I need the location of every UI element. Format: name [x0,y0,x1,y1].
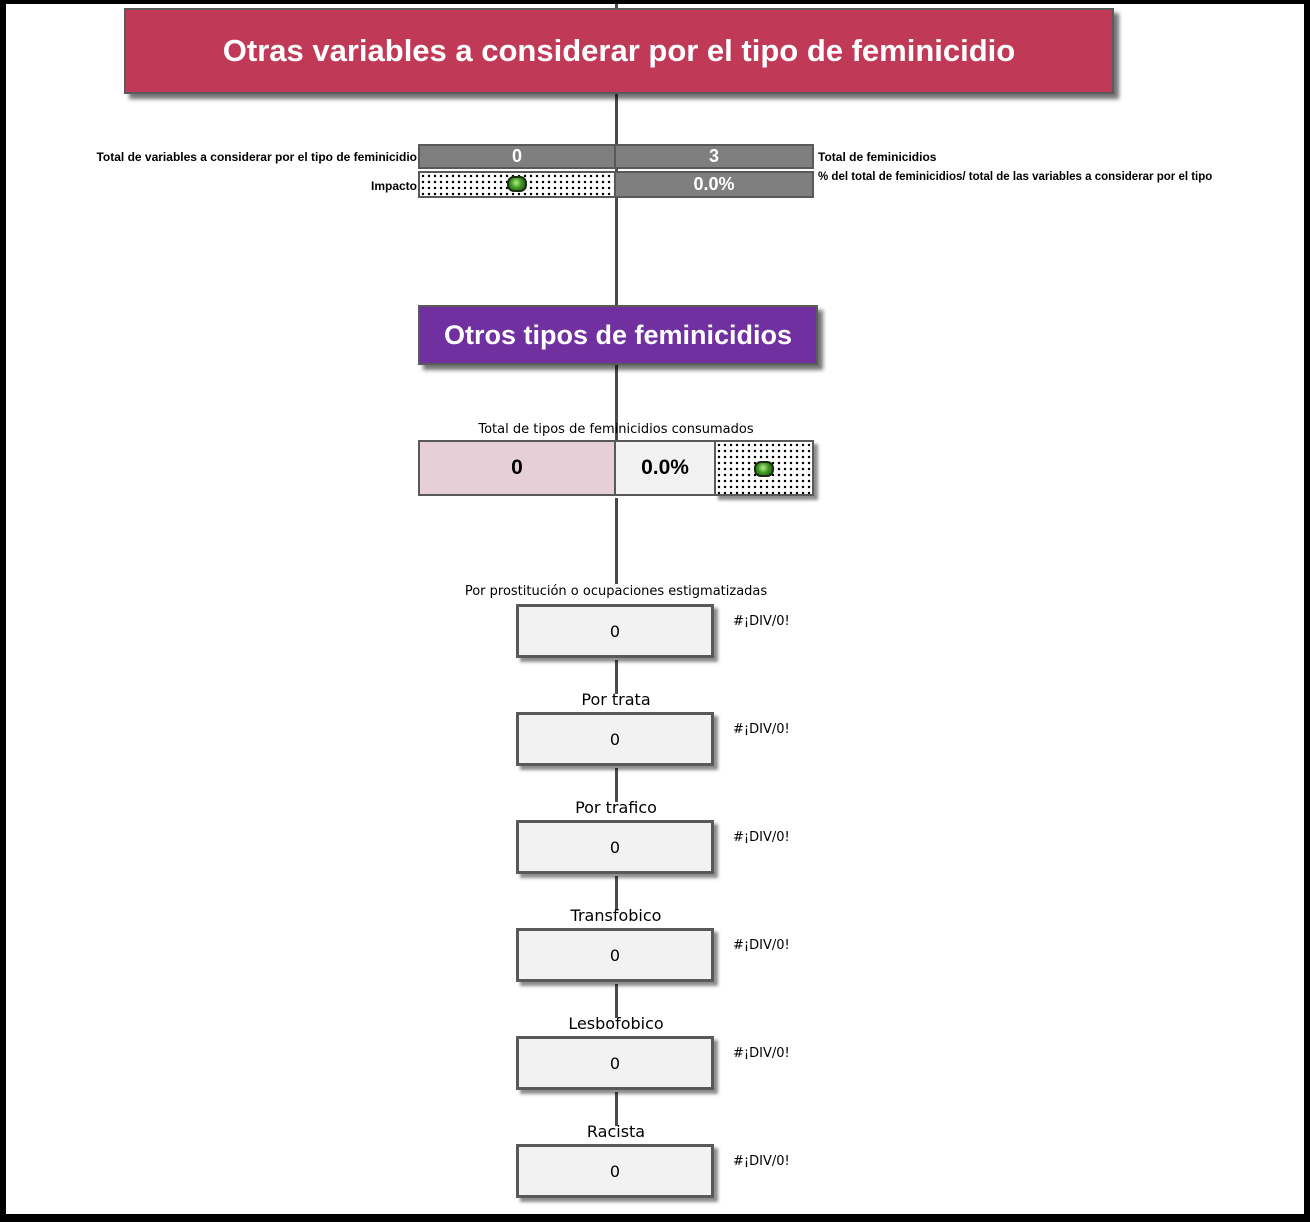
page-title: Otras variables a considerar por el tipo… [124,8,1114,94]
item-label: Transfobico [570,906,662,925]
item-percent: #¡DIV/0! [733,938,790,953]
connector-line [615,984,618,1018]
total-variables-value: 0 [418,144,616,169]
item-percent: #¡DIV/0! [733,722,790,737]
item-value-box: 0 [516,712,714,766]
impacto-label: Impacto [370,179,417,193]
item-percent: #¡DIV/0! [733,1154,790,1169]
summary-indicator-cell [714,440,814,496]
total-feminicidios-value: 3 [614,144,814,169]
item-label: Lesbofobico [568,1014,664,1033]
total-feminicidios-label: Total de feminicidios [818,150,937,164]
summary-percent: 0.0% [614,440,716,496]
connector-line [615,4,618,10]
status-light-icon [507,176,527,192]
summary-value: 0 [418,440,616,496]
percent-label: % del total de feminicidios/ total de la… [818,171,1213,183]
item-label: Por prostitución o ocupaciones estigmati… [464,584,768,599]
impacto-indicator-cell [418,171,616,198]
percent-value: 0.0% [614,171,814,198]
item-value-box: 0 [516,1144,714,1198]
item-percent: #¡DIV/0! [733,1046,790,1061]
section-title: Otros tipos de feminicidios [418,305,818,365]
connector-line [615,498,618,584]
connector-line [615,660,618,694]
item-label: Por trafico [575,798,657,817]
connector-line [615,92,618,306]
item-value-box: 0 [516,1036,714,1090]
total-variables-label: Total de variables a considerar por el t… [96,150,417,164]
connector-line [615,363,618,441]
item-value-box: 0 [516,604,714,658]
diagram-canvas: Otras variables a considerar por el tipo… [6,4,1304,1214]
item-value-box: 0 [516,928,714,982]
summary-label: Total de tipos de feminicidios consumado… [478,422,754,437]
item-percent: #¡DIV/0! [733,614,790,629]
connector-line [615,876,618,910]
item-value-box: 0 [516,820,714,874]
connector-line [615,768,618,802]
status-light-icon [754,461,774,477]
item-label: Por trata [581,690,651,709]
item-label: Racista [586,1122,646,1141]
connector-line [615,1092,618,1126]
item-percent: #¡DIV/0! [733,830,790,845]
